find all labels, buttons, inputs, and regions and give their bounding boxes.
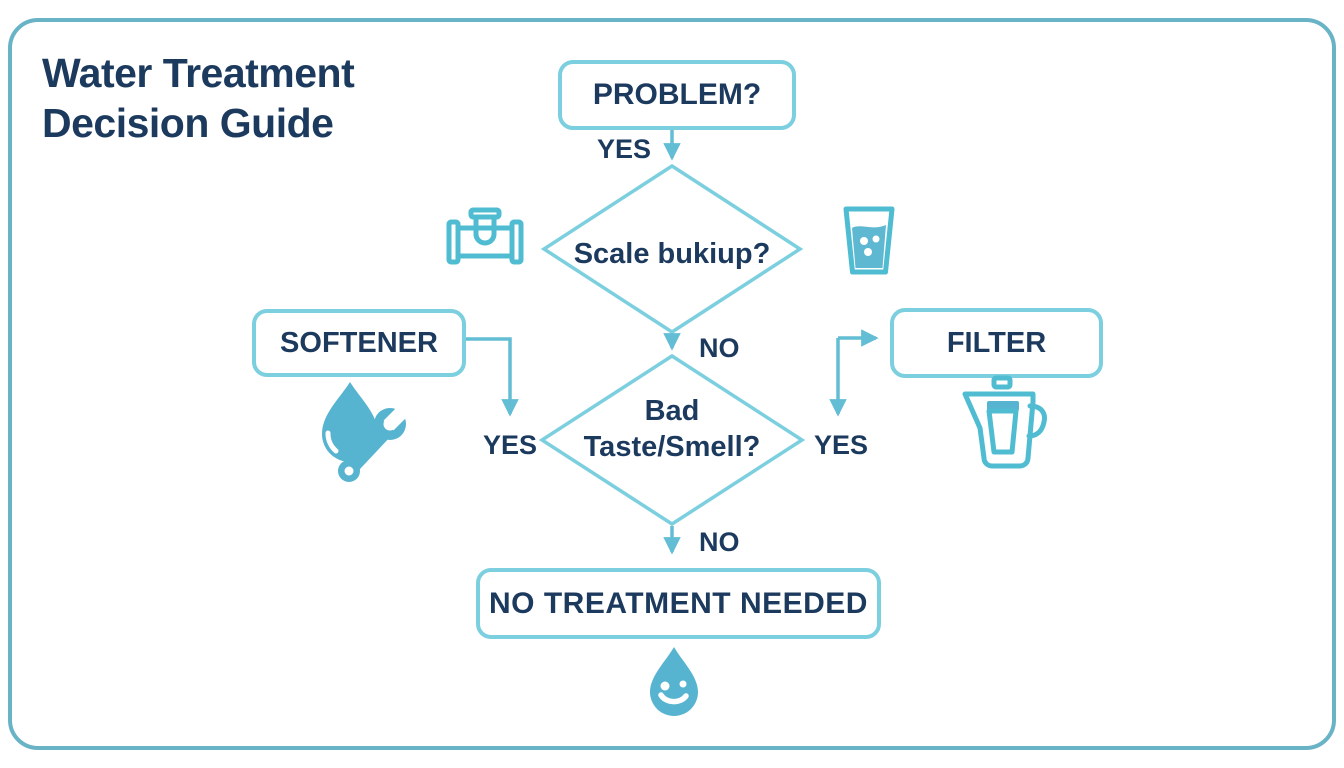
decision1-label: Scale bukiup? <box>573 238 771 270</box>
edge-label-yes-right: YES <box>814 430 869 460</box>
water-glass-icon <box>843 206 895 275</box>
no-treatment-node-label: NO TREATMENT NEEDED <box>489 586 868 620</box>
edge-label-yes-left: YES <box>483 430 538 460</box>
no-treatment-node: NO TREATMENT NEEDED <box>476 568 881 639</box>
decision2-label-line1: Bad <box>644 395 700 427</box>
page-title: Water Treatment Decision Guide <box>42 48 355 148</box>
edge-label-no-bottom: NO <box>699 527 740 557</box>
softener-node: SOFTENER <box>252 309 466 377</box>
filter-node-label: FILTER <box>946 326 1047 359</box>
filter-node: FILTER <box>890 308 1103 378</box>
decision1-diamond <box>540 163 804 335</box>
smiling-water-drop-icon <box>650 647 698 716</box>
problem-node: PROBLEM? <box>558 60 796 130</box>
pipe-fitting-icon <box>446 207 524 265</box>
problem-node-label: PROBLEM? <box>592 78 762 111</box>
water-drop-wrench-icon <box>322 382 412 482</box>
decision2-label-line2: Taste/Smell? <box>583 431 761 464</box>
page-title-line2: Decision Guide <box>42 100 334 147</box>
filter-pitcher-icon <box>962 375 1047 469</box>
decision2-diamond <box>538 353 806 527</box>
edge-softener-elbow <box>458 337 519 417</box>
page-border-frame <box>8 18 1336 750</box>
page-title-line1: Water Treatment <box>42 50 355 96</box>
edge-label-no-mid: NO <box>699 333 740 363</box>
softener-node-label: SOFTENER <box>280 326 438 359</box>
decision2-label: Bad Taste/Smell? <box>542 393 802 466</box>
edge-label-yes-top: YES <box>597 134 652 164</box>
